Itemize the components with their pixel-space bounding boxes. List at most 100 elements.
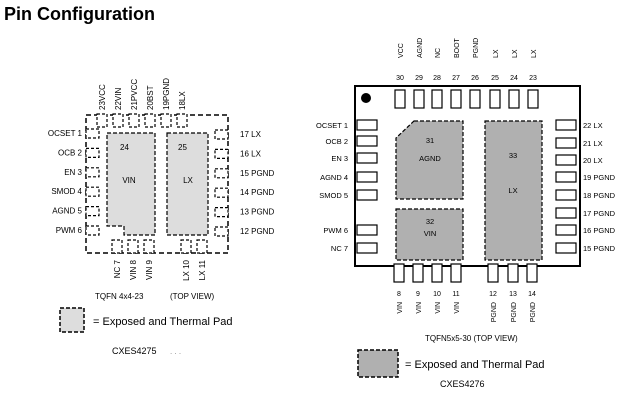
right-pin-13: [214, 207, 229, 218]
bottom-pin-number: 11: [452, 291, 459, 298]
left-pin-label: PWM 6: [56, 226, 83, 235]
top-pin-name: VCC: [398, 43, 405, 58]
left-pin-label: EN 3: [331, 154, 348, 163]
top-pin-23: [527, 89, 539, 109]
left-pin-1: [356, 119, 378, 131]
right-pin-17: [214, 129, 229, 140]
top-pin-25: [489, 89, 501, 109]
top-pin-30: [394, 89, 406, 109]
top-pin-2: [112, 113, 124, 128]
left-pin-label: AGND 5: [52, 207, 82, 216]
top-pin-number: 26: [471, 75, 479, 82]
bottom-pin-13: [507, 263, 519, 283]
exposed-pad-24: [106, 132, 156, 236]
top-pin-28: [431, 89, 443, 109]
right-pin-22: [555, 119, 577, 131]
top-pin-label: 21PVCC: [130, 79, 139, 110]
right-pin-16: [555, 224, 577, 236]
top-pin-number: 28: [433, 75, 441, 82]
top-pin-name: NC: [435, 48, 442, 58]
tqfn-5x5-30-package: VCC30AGND29NC28BOOT27PGND26LX25LX24LX238…: [316, 37, 616, 389]
left-pin-label: OCB 2: [58, 148, 83, 157]
pad-number: 25: [178, 143, 187, 152]
bottom-pin-label: LX 10: [182, 259, 191, 280]
top-pin-label: 18LX: [178, 91, 187, 110]
pad-number: 24: [120, 143, 129, 152]
bottom-pin-number: 12: [489, 291, 497, 298]
left-pin-2: [356, 135, 378, 147]
top-pin-name: AGND: [417, 38, 424, 58]
right-pin-label: 20 LX: [583, 156, 603, 165]
bottom-pin-number: 8: [397, 291, 401, 298]
right-pin-label: 13 PGND: [240, 208, 274, 217]
top-pin-6: [176, 113, 188, 128]
left-pin-4: [85, 186, 100, 197]
part-code: CXES4276: [440, 379, 485, 389]
package-label: TQFN5x5-30 (TOP VIEW): [425, 334, 518, 343]
bottom-pin-label: VIN 9: [145, 259, 154, 280]
top-pin-number: 29: [415, 75, 423, 82]
right-pin-label: 19 PGND: [583, 173, 616, 182]
top-pin-name: PGND: [473, 38, 480, 58]
bottom-pin-name: PGND: [530, 302, 537, 322]
top-pin-1: [96, 113, 108, 128]
package-label: TQFN 4x4-23: [95, 292, 144, 301]
left-pin-6: [85, 225, 100, 236]
left-pin-label: SMOD 4: [51, 187, 82, 196]
top-pin-number: 23: [529, 75, 537, 82]
top-pin-number: 30: [396, 75, 404, 82]
top-pin-29: [413, 89, 425, 109]
left-pin-4: [356, 171, 378, 183]
left-pin-label: AGND 4: [320, 173, 348, 182]
bottom-pin-name: PGND: [491, 302, 498, 322]
pad-name: VIN: [424, 229, 437, 238]
bottom-pin-9: [412, 263, 424, 283]
pin1-marker-dot: [361, 93, 371, 103]
part-code: CXES4275: [112, 346, 157, 356]
right-pin-label: 16 LX: [240, 149, 262, 158]
right-pin-label: 15 PGND: [583, 244, 616, 253]
top-pin-label: 20BST: [146, 85, 155, 110]
bottom-pin-number: 13: [509, 291, 517, 298]
left-pin-2: [85, 147, 100, 158]
exposed-pad-25: [166, 132, 209, 236]
left-pin-3: [356, 152, 378, 164]
legend-swatch: [357, 349, 399, 378]
top-pin-5: [160, 113, 172, 128]
left-pin-label: NC 7: [331, 244, 348, 253]
top-pin-number: 27: [452, 75, 460, 82]
left-pin-6: [356, 224, 378, 236]
legend-text: = Exposed and Thermal Pad: [93, 316, 233, 328]
top-pin-name: LX: [512, 49, 519, 58]
left-pin-label: OCSET 1: [48, 129, 83, 138]
right-pin-label: 18 PGND: [583, 191, 616, 200]
left-pin-label: EN 3: [64, 168, 82, 177]
package-body: [354, 85, 581, 267]
bottom-pin-11: [450, 263, 462, 283]
part-suffix: . . .: [170, 347, 181, 356]
pad-name: VIN: [122, 176, 136, 185]
right-pin-label: 12 PGND: [240, 227, 274, 236]
pad-name: LX: [183, 176, 193, 185]
bottom-pin-8: [393, 263, 405, 283]
left-pin-3: [85, 167, 100, 178]
view-label: (TOP VIEW): [170, 292, 214, 301]
bottom-pin-number: 9: [416, 291, 420, 298]
pad-number: 33: [509, 151, 517, 160]
right-pin-21: [555, 137, 577, 149]
bottom-pin-4: [180, 239, 192, 254]
left-pin-7: [356, 242, 378, 254]
left-pin-label: PWM 6: [323, 226, 348, 235]
top-pin-4: [144, 113, 156, 128]
right-pin-label: 21 LX: [583, 139, 603, 148]
left-pin-label: SMOD 5: [319, 191, 348, 200]
bottom-pin-3: [143, 239, 155, 254]
top-pin-label: 22VIN: [114, 88, 123, 110]
bottom-pin-label: VIN 8: [129, 259, 138, 280]
right-pin-15: [214, 168, 229, 179]
top-pin-number: 25: [491, 75, 499, 82]
top-pin-3: [128, 113, 140, 128]
package-body: [85, 114, 229, 254]
bottom-pin-name: VIN: [454, 302, 461, 314]
